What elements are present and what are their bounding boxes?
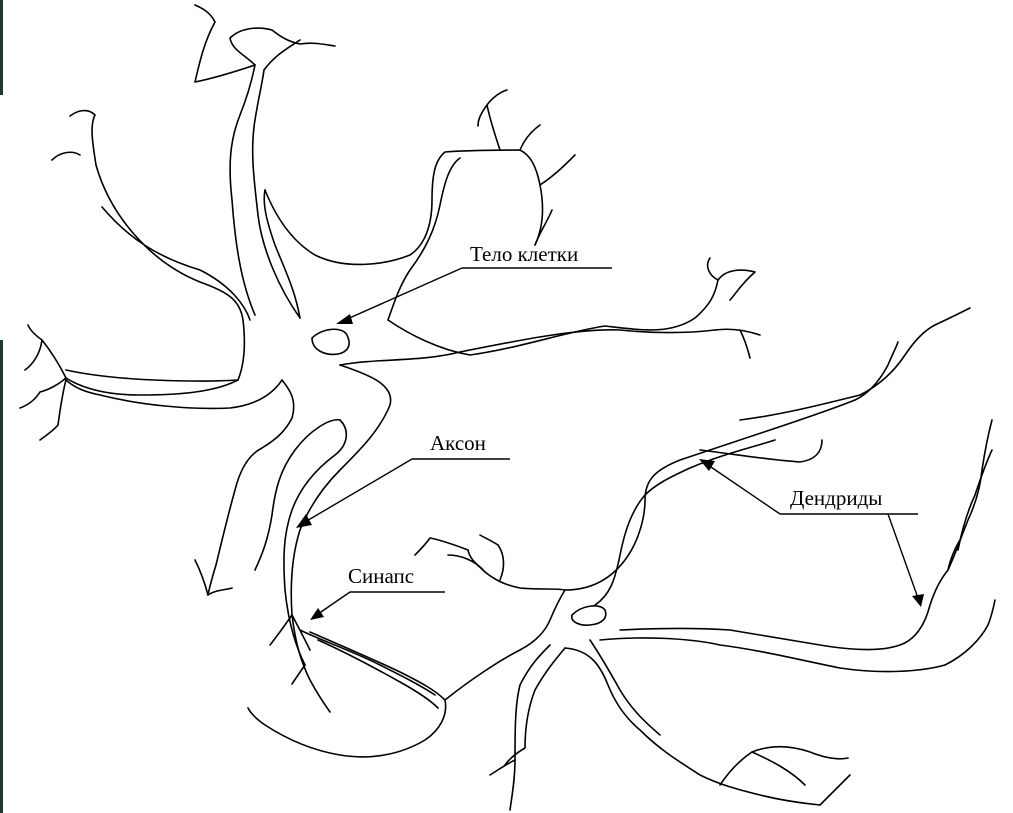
dendrite-far-right <box>620 420 992 650</box>
right-cell-body <box>445 572 565 700</box>
label-cell-body: Тело клетки <box>336 242 612 324</box>
dendrite-right-arm-lower <box>340 330 715 365</box>
dendrite-top-left <box>230 65 255 315</box>
axon-terminal-branches <box>270 615 435 695</box>
dendrite-far-right-inner <box>948 450 992 570</box>
cell-body-arrowhead <box>336 314 353 324</box>
dendrites-arrowhead-1 <box>699 459 715 471</box>
label-dendrites: Дендриды <box>699 459 924 607</box>
cell-body-lower <box>208 380 294 595</box>
axon-label: Аксон <box>430 431 486 455</box>
dendrite-right-arm <box>388 280 718 355</box>
cell-body-arrow-line <box>345 268 462 320</box>
right-body-lower-right <box>565 648 820 805</box>
dendrites-label: Дендриды <box>790 486 882 510</box>
dendrite-right-upper-branch <box>740 308 970 420</box>
label-synapse: Синапс <box>310 564 445 620</box>
dendrite-tip-topleft <box>52 111 96 165</box>
edge-strip-bottom <box>0 340 3 813</box>
dendrite-right-tips <box>708 258 760 358</box>
dendrites-arrow-line-2 <box>888 514 918 598</box>
dendrites-arrow-line-1 <box>708 465 780 514</box>
axon-left-branch <box>195 560 232 595</box>
right-body-lower-left <box>510 645 550 810</box>
dendrite-left-tips <box>20 325 66 440</box>
right-cell-body-upper <box>565 342 898 590</box>
dendrite-upper-left <box>66 165 244 381</box>
axon-loop <box>255 420 340 570</box>
dendrites-arrowhead-2 <box>912 594 924 607</box>
right-body-lower-left-inner <box>490 648 565 775</box>
dendrite-top-branches <box>195 5 335 82</box>
right-cell-body-branch <box>415 535 504 580</box>
dendrite-tip-topcenter <box>478 90 575 245</box>
right-body-lower-tips <box>720 747 850 805</box>
synapse-arrow-line <box>318 592 350 614</box>
dendrite-synapse-inner <box>318 640 438 708</box>
dendrite-upper-left-inner <box>102 207 250 320</box>
cell-body-upper-right <box>264 190 300 318</box>
synapse-label: Синапс <box>348 564 414 588</box>
cell-nucleus-right <box>572 606 606 625</box>
edge-strip-top <box>0 0 3 95</box>
synapse-arrowhead <box>310 608 324 620</box>
right-body-lower-right-inner <box>590 640 660 735</box>
axon <box>255 365 435 712</box>
right-neuron <box>248 308 995 810</box>
cell-body-label: Тело клетки <box>470 242 578 266</box>
axon-arrowhead <box>296 514 312 528</box>
dendrite-top-right <box>253 70 300 318</box>
dendrite-right-small-hook <box>700 440 822 462</box>
right-cell-body-upper-inner <box>595 440 775 605</box>
dendrite-far-right-lower <box>600 600 995 672</box>
axon-arrow-line <box>305 459 412 522</box>
label-axon: Аксон <box>296 431 510 528</box>
cell-nucleus-left <box>312 329 349 354</box>
